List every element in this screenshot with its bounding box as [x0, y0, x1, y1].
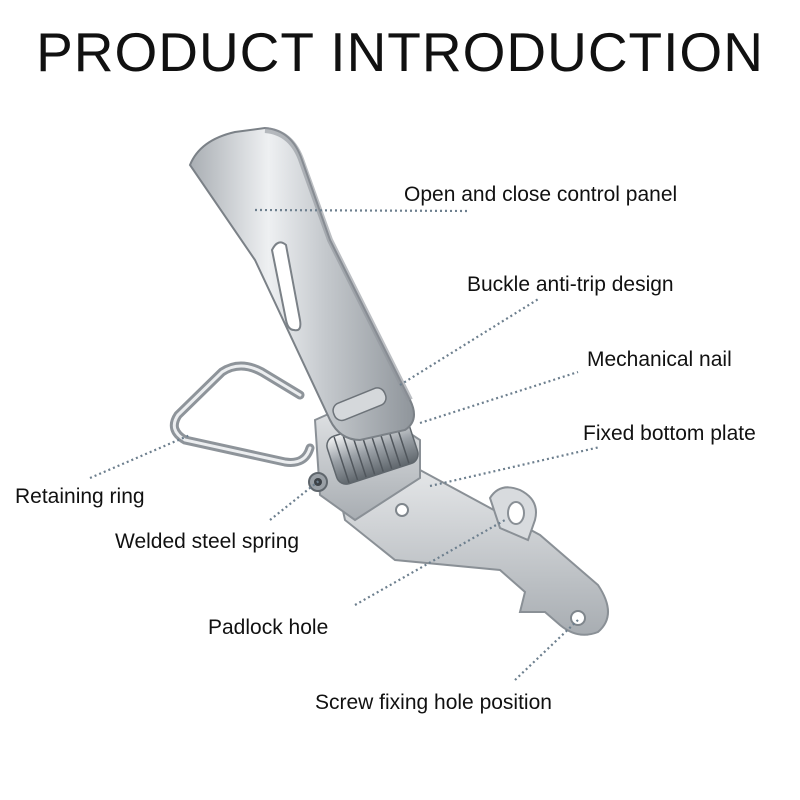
label-padlock-hole: Padlock hole	[208, 616, 329, 639]
leader-retaining-ring	[89, 433, 191, 480]
leader-control-panel	[254, 208, 469, 213]
leader-bottom-plate	[429, 445, 601, 488]
leader-padlock-hole	[354, 519, 506, 606]
label-retaining-ring: Retaining ring	[15, 485, 145, 508]
leader-mechanical-nail	[419, 370, 579, 425]
label-mechanical-nail: Mechanical nail	[587, 348, 732, 371]
label-control-panel: Open and close control panel	[404, 183, 678, 206]
leader-steel-spring	[269, 479, 321, 521]
padlock-hole	[507, 501, 525, 525]
label-anti-trip: Buckle anti-trip design	[467, 273, 674, 296]
leader-anti-trip	[399, 297, 541, 386]
page-title: PRODUCT INTRODUCTION	[36, 21, 764, 83]
label-bottom-plate: Fixed bottom plate	[583, 422, 756, 445]
screw-hole	[570, 610, 586, 626]
retaining-ring-wire	[169, 361, 315, 467]
label-steel-spring: Welded steel spring	[115, 530, 300, 553]
lever-slot	[270, 241, 302, 332]
plate-hole	[395, 503, 409, 517]
label-screw-hole: Screw fixing hole position	[315, 691, 552, 714]
buckle-pin	[332, 387, 387, 422]
